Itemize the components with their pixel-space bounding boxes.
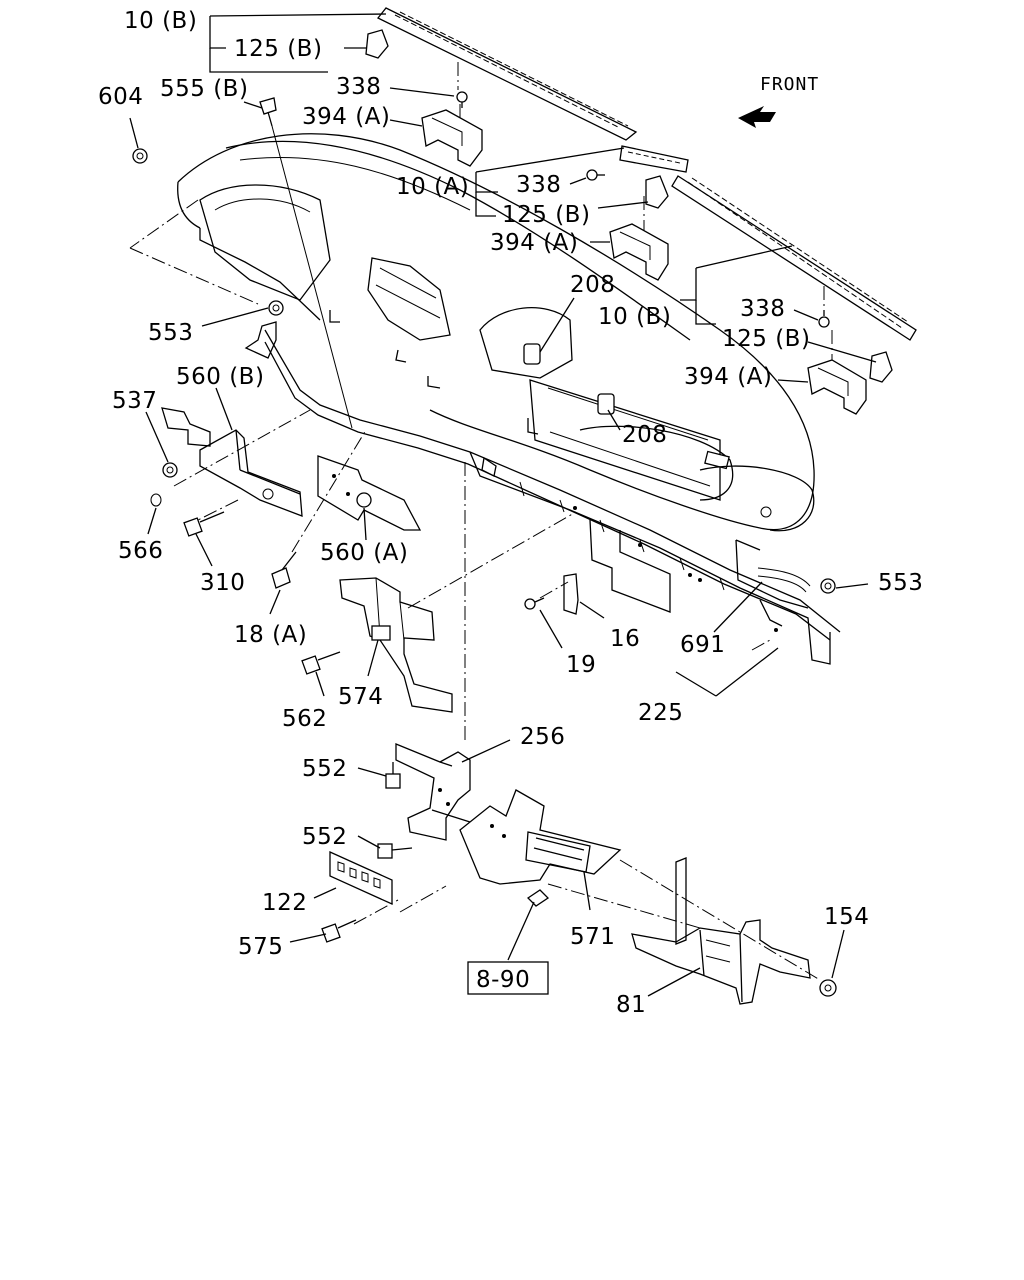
bracket-16 [563, 573, 579, 615]
washer-566 [150, 493, 162, 507]
label-574: 574 [338, 684, 383, 710]
reference-box-8-90[interactable] [467, 961, 549, 995]
bolt-562 [301, 651, 341, 675]
label-125b-mid: 125 (B) [502, 202, 590, 228]
front-direction-indicator: FRONT [738, 74, 819, 128]
bolt-310 [183, 511, 225, 537]
label-18a: 18 (A) [234, 622, 307, 648]
clip-394a-right [807, 359, 867, 415]
label-537: 537 [112, 388, 157, 414]
clip-208-b [597, 393, 615, 415]
label-338-mid: 338 [516, 172, 561, 198]
label-338-top: 338 [336, 74, 381, 100]
label-19: 19 [566, 652, 596, 678]
nut-154 [819, 979, 837, 997]
label-560a: 560 (A) [320, 540, 408, 566]
front-label: FRONT [760, 74, 819, 95]
label-10b-right: 10 (B) [598, 304, 671, 330]
label-562: 562 [282, 706, 327, 732]
label-338-right: 338 [740, 296, 785, 322]
label-122: 122 [262, 890, 307, 916]
nut-537 [162, 462, 178, 478]
bolt-575 [321, 919, 357, 943]
label-394a-mid: 394 (A) [490, 230, 578, 256]
label-125b-right: 125 (B) [722, 326, 810, 352]
clip-125b-right [869, 351, 893, 383]
instrument-panel-assembly [177, 133, 815, 532]
nut-553-left [268, 300, 284, 316]
label-310: 310 [200, 570, 245, 596]
label-560b: 560 (B) [176, 364, 264, 390]
label-571: 571 [570, 924, 615, 950]
bracket-256 [395, 743, 471, 841]
front-arrow-icon [738, 106, 776, 128]
label-81: 81 [616, 992, 646, 1018]
label-125b-top: 125 (B) [234, 36, 322, 62]
clip-394a-mid [609, 223, 669, 281]
clip-208-a [523, 343, 541, 365]
defroster-grille-right [671, 175, 917, 341]
label-8-90[interactable]: 8-90 [476, 967, 530, 993]
label-208-b: 208 [622, 422, 667, 448]
clip-125b-mid [645, 175, 669, 209]
label-10b-top: 10 (B) [124, 8, 197, 34]
nut-553-right [820, 578, 836, 594]
screw-338-top [456, 91, 468, 108]
screw-338-mid [586, 169, 605, 181]
clip-125b-top [365, 29, 389, 59]
screw-19 [524, 597, 545, 610]
label-552-top: 552 [302, 756, 347, 782]
nut-604 [132, 148, 148, 164]
defroster-grille-left [376, 7, 638, 141]
bolt-555b [259, 97, 353, 429]
screw-338-right [818, 310, 830, 328]
label-575: 575 [238, 934, 283, 960]
callout-labels: 10 (B) 125 (B) 338 394 (A) 604 555 (B) 1… [98, 8, 923, 1018]
label-225: 225 [638, 700, 683, 726]
label-208-a: 208 [570, 272, 615, 298]
label-394a-right: 394 (A) [684, 364, 772, 390]
bracket-81 [631, 857, 811, 1005]
label-256: 256 [520, 724, 565, 750]
bracket-560b [161, 407, 303, 517]
label-604: 604 [98, 84, 143, 110]
label-552-bottom: 552 [302, 824, 347, 850]
box-bracket-571 [459, 789, 622, 885]
label-553-right: 553 [878, 570, 923, 596]
leader-lines [129, 13, 877, 997]
cross-car-beam [244, 321, 841, 665]
alignment-lines [129, 62, 833, 981]
label-16: 16 [610, 626, 640, 652]
label-691: 691 [680, 632, 725, 658]
label-553-left: 553 [148, 320, 193, 346]
bolt-18a [271, 551, 297, 589]
bracket-560a [317, 455, 422, 531]
bracket-574 [339, 577, 453, 713]
defroster-grille-center [619, 145, 689, 173]
label-394a-top: 394 (A) [302, 104, 390, 130]
label-154: 154 [824, 904, 869, 930]
connector-block-122 [329, 850, 393, 906]
bolt-552-top [385, 762, 401, 789]
bolt-552-bottom [377, 843, 413, 859]
label-10a: 10 (A) [396, 174, 469, 200]
label-566: 566 [118, 538, 163, 564]
label-555b: 555 (B) [160, 76, 248, 102]
clip-394a-top [421, 109, 483, 167]
clip-571-fastener [526, 889, 550, 907]
